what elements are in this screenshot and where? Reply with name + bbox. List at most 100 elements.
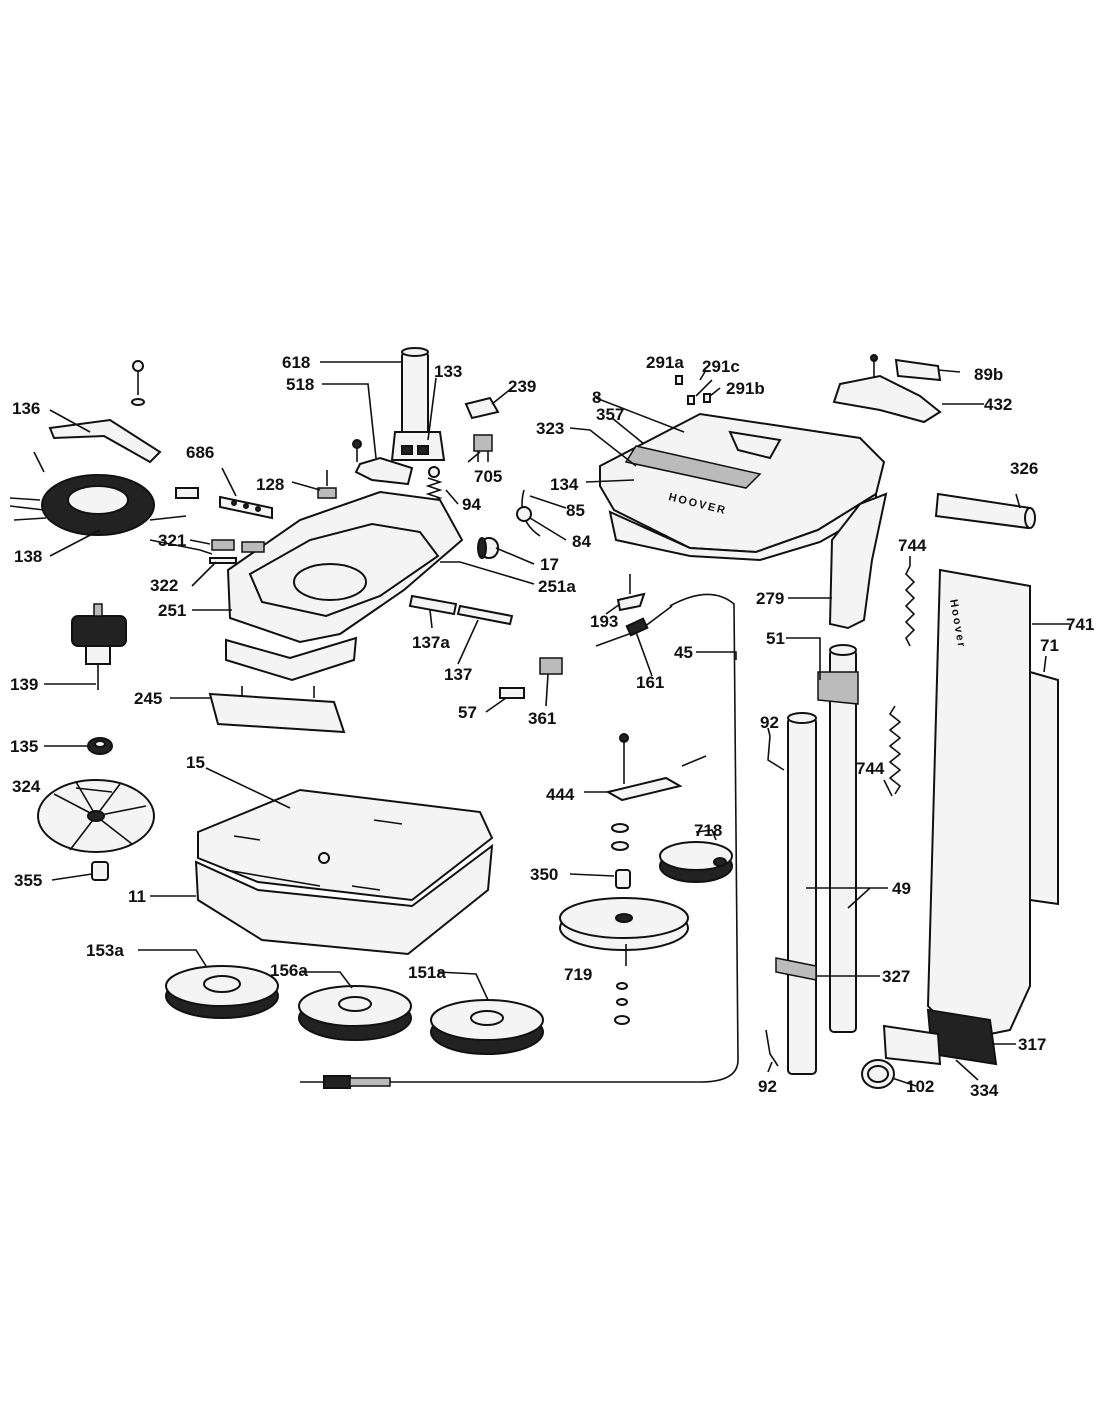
label-89b: 89b [974, 365, 1003, 384]
label-327: 327 [882, 967, 910, 986]
handle-tube-part-49-right [829, 644, 857, 1033]
hook-part-92-upper [767, 735, 785, 771]
label-8: 8 [592, 388, 601, 407]
label-705: 705 [474, 467, 502, 486]
top-cover-part-8: HOOVER [599, 412, 886, 562]
outlet-part-334 [882, 1024, 942, 1066]
handle-latch-part-432 [832, 354, 942, 424]
chassis-part-251 [225, 490, 464, 682]
label-138: 138 [14, 547, 42, 566]
switch-part-239 [464, 396, 500, 420]
wheel-part-719 [559, 897, 689, 1025]
label-245: 245 [134, 689, 162, 708]
spring-part-744-lower [888, 705, 902, 795]
label-51: 51 [766, 629, 785, 648]
tube-part-618 [390, 347, 446, 461]
brush-part-151a [430, 999, 544, 1055]
brush-part-137a [408, 594, 458, 616]
brush-part-137 [456, 604, 514, 626]
label-161: 161 [636, 673, 664, 692]
gear-part-718 [611, 823, 733, 883]
spring-part-744-upper [904, 565, 916, 647]
label-135: 135 [10, 737, 38, 756]
leader-lines [44, 361, 1070, 1087]
label-322: 322 [150, 576, 178, 595]
label-15: 15 [186, 753, 205, 772]
cord-clamp-part-193 [616, 574, 646, 612]
wheel-part-84 [516, 506, 532, 522]
label-102: 102 [906, 1077, 934, 1096]
cord-part-161 [595, 605, 673, 647]
plate-part-444 [605, 733, 707, 802]
fan-part-324 [37, 779, 155, 853]
label-57: 57 [458, 703, 477, 722]
clamp-part-136 [48, 360, 162, 464]
label-85: 85 [566, 501, 585, 520]
label-741: 741 [1066, 615, 1094, 634]
roller-part-17 [477, 537, 499, 559]
label-153a: 153a [86, 941, 124, 960]
label-133: 133 [434, 362, 462, 381]
label-193: 193 [590, 612, 618, 631]
label-361: 361 [528, 709, 556, 728]
label-618: 618 [282, 353, 310, 372]
label-718: 718 [694, 821, 722, 840]
label-350: 350 [530, 865, 558, 884]
label-137: 137 [444, 665, 472, 684]
label-137a: 137a [412, 633, 450, 652]
base-housing-part-15 [194, 788, 494, 956]
label-323: 323 [536, 419, 564, 438]
label-239: 239 [508, 377, 536, 396]
label-324: 324 [12, 777, 41, 796]
power-cord-part-45 [300, 593, 739, 1089]
label-251: 251 [158, 601, 186, 620]
pin-part-291a [675, 375, 683, 385]
label-686: 686 [186, 443, 214, 462]
latch-part-89b [894, 358, 942, 382]
coupling-part-355 [91, 861, 109, 881]
spacer-part-350 [615, 869, 631, 889]
label-49: 49 [892, 879, 911, 898]
label-134: 134 [550, 475, 579, 494]
bumper-part-245 [208, 686, 346, 734]
label-45: 45 [674, 643, 693, 662]
label-321: 321 [158, 531, 186, 550]
label-17: 17 [540, 555, 559, 574]
handle-grip-part-279 [828, 492, 888, 630]
label-326: 326 [1010, 459, 1038, 478]
switch-part-705 [473, 434, 493, 462]
armature-part-139 [71, 603, 127, 690]
clip-part-128 [317, 470, 337, 499]
bracket-part-321 [211, 539, 265, 553]
tube-clamp-part-327 [775, 957, 817, 981]
label-291a: 291a [646, 353, 684, 372]
motor-stator-part-138 [9, 451, 213, 555]
label-71: 71 [1040, 636, 1059, 655]
label-744-upper: 744 [898, 536, 927, 555]
label-432: 432 [984, 395, 1012, 414]
label-334: 334 [970, 1081, 999, 1100]
label-139: 139 [10, 675, 38, 694]
pin-part-291c [687, 395, 695, 405]
label-357: 357 [596, 405, 624, 424]
label-156a: 156a [270, 961, 308, 980]
tube-part-326 [934, 492, 1036, 530]
label-84: 84 [572, 532, 591, 551]
label-291b: 291b [726, 379, 765, 398]
label-744-lower: 744 [856, 759, 885, 778]
terminal-strip-part-686 [219, 495, 273, 520]
brush-part-156a [298, 985, 412, 1041]
label-279: 279 [756, 589, 784, 608]
label-92-upper: 92 [760, 713, 779, 732]
spring-part-94 [425, 466, 443, 503]
seal-ring-part-102 [861, 1059, 895, 1089]
connector-part-57 [499, 687, 525, 699]
bracket-part-518 [352, 439, 414, 486]
label-94: 94 [462, 495, 481, 514]
label-11: 11 [128, 887, 146, 906]
label-251a: 251a [538, 577, 576, 596]
label-128: 128 [256, 475, 284, 494]
label-719: 719 [564, 965, 592, 984]
pin-part-322 [209, 557, 237, 564]
